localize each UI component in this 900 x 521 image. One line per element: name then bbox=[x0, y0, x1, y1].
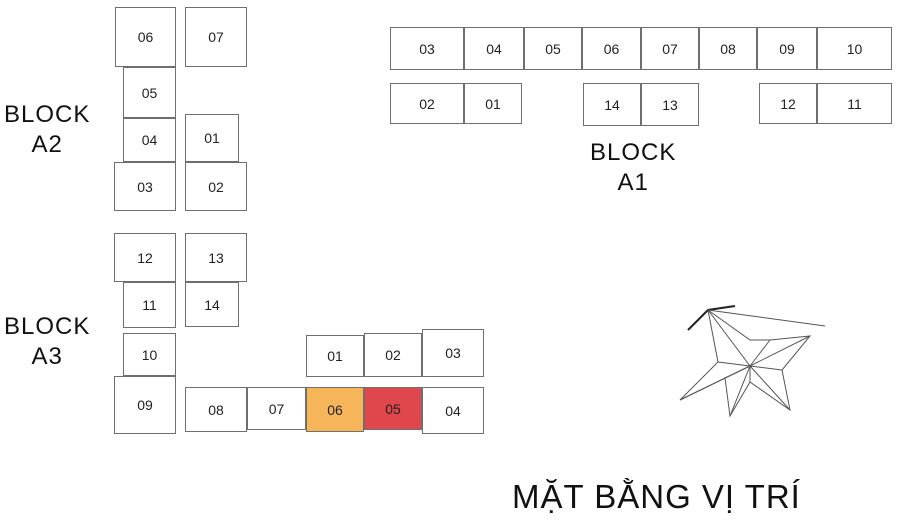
unit-a2-05[interactable]: 05 bbox=[123, 67, 176, 118]
compass-rose-icon bbox=[670, 300, 840, 435]
unit-a3-02[interactable]: 02 bbox=[364, 333, 422, 377]
unit-a3-08[interactable]: 08 bbox=[185, 387, 247, 432]
unit-a1-06[interactable]: 06 bbox=[582, 27, 641, 70]
block-a1-label-line1: BLOCK bbox=[590, 139, 677, 166]
unit-a1-08[interactable]: 08 bbox=[699, 27, 757, 70]
unit-a1-13[interactable]: 13 bbox=[641, 83, 699, 126]
unit-a3-07[interactable]: 07 bbox=[247, 387, 306, 430]
unit-a1-11[interactable]: 11 bbox=[817, 83, 892, 124]
unit-a1-12[interactable]: 12 bbox=[759, 83, 817, 124]
unit-a1-04[interactable]: 04 bbox=[464, 27, 524, 70]
block-a3-label-line1: BLOCK bbox=[4, 313, 91, 340]
unit-a2-04[interactable]: 04 bbox=[123, 118, 176, 162]
unit-a3-14[interactable]: 14 bbox=[185, 282, 239, 327]
unit-a3-03[interactable]: 03 bbox=[422, 329, 484, 377]
unit-a2-07[interactable]: 07 bbox=[185, 7, 247, 67]
unit-a3-12[interactable]: 12 bbox=[114, 233, 176, 282]
unit-a1-01[interactable]: 01 bbox=[464, 83, 522, 124]
unit-a2-01[interactable]: 01 bbox=[185, 114, 239, 162]
unit-a1-07[interactable]: 07 bbox=[641, 27, 699, 70]
unit-a3-11[interactable]: 11 bbox=[123, 282, 176, 328]
unit-a2-02[interactable]: 02 bbox=[185, 162, 247, 211]
unit-a3-05-highlighted[interactable]: 05 bbox=[364, 387, 422, 430]
block-a2-label-line1: BLOCK bbox=[4, 101, 91, 128]
block-a1-label: BLOCK A1 bbox=[590, 138, 676, 198]
unit-a1-03[interactable]: 03 bbox=[390, 27, 464, 70]
unit-a3-04[interactable]: 04 bbox=[422, 387, 484, 434]
block-a3-label-line2: A3 bbox=[31, 343, 63, 370]
unit-a3-10[interactable]: 10 bbox=[123, 333, 176, 376]
unit-a1-09[interactable]: 09 bbox=[757, 27, 817, 70]
unit-a3-13[interactable]: 13 bbox=[185, 233, 247, 282]
unit-a2-03[interactable]: 03 bbox=[114, 162, 176, 211]
unit-a1-14[interactable]: 14 bbox=[583, 83, 641, 126]
unit-a1-10[interactable]: 10 bbox=[817, 27, 892, 70]
unit-a3-09[interactable]: 09 bbox=[114, 376, 176, 434]
block-a1-label-line2: A1 bbox=[617, 169, 649, 196]
unit-a1-02[interactable]: 02 bbox=[390, 83, 464, 124]
block-a2-label-line2: A2 bbox=[31, 131, 63, 158]
unit-a2-06[interactable]: 06 bbox=[115, 7, 176, 67]
unit-a3-06-highlighted[interactable]: 06 bbox=[306, 387, 364, 432]
unit-a3-01[interactable]: 01 bbox=[306, 335, 364, 377]
block-a3-label: BLOCK A3 bbox=[4, 312, 90, 372]
unit-a1-05[interactable]: 05 bbox=[524, 27, 582, 70]
block-a2-label: BLOCK A2 bbox=[4, 100, 90, 160]
page-title: MẶT BẰNG VỊ TRÍ bbox=[512, 478, 801, 515]
